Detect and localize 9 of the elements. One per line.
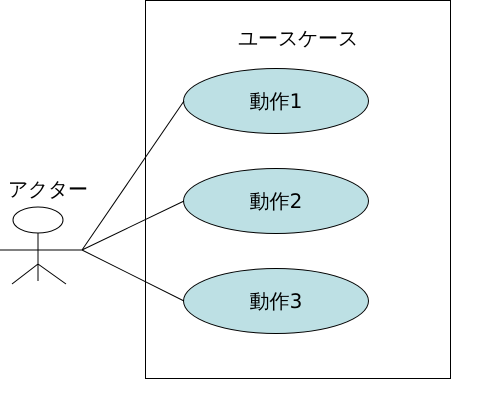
association-line bbox=[82, 200, 184, 250]
system-title: ユースケース bbox=[237, 25, 359, 52]
use-case-ellipse: 動作3 bbox=[183, 268, 369, 334]
association-line bbox=[82, 250, 184, 302]
use-case-ellipse: 動作1 bbox=[183, 68, 369, 134]
association-line bbox=[82, 100, 184, 250]
use-case-ellipse: 動作2 bbox=[183, 168, 369, 234]
actor-label: アクター bbox=[8, 176, 88, 203]
system-boundary bbox=[145, 0, 451, 379]
